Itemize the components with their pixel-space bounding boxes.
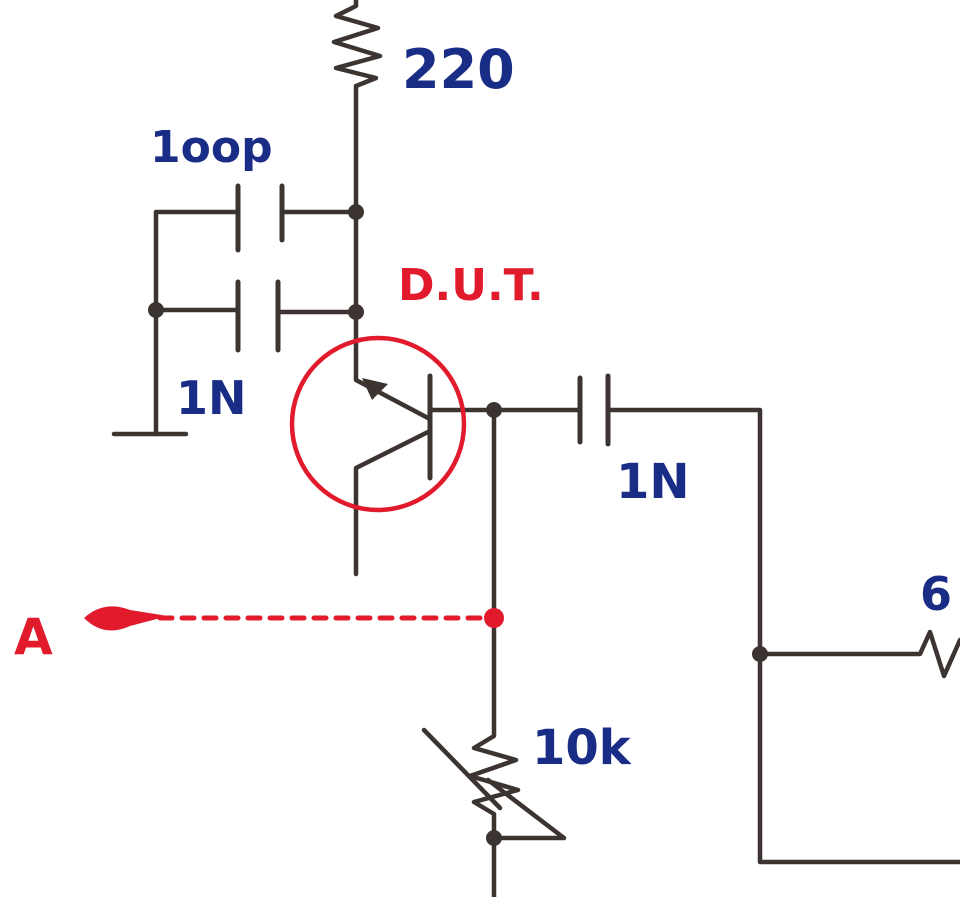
capacitor-1n-output [491, 373, 960, 865]
transistor-dut [353, 309, 497, 577]
junction-node [348, 204, 364, 220]
capacitor-100p [153, 183, 359, 313]
probe-a-label: A [14, 608, 53, 666]
resistor-right-label: 6 [920, 567, 952, 621]
capacitor-1n-left-label: 1N [176, 371, 247, 425]
resistor-220-label: 220 [402, 38, 515, 101]
junction-node [752, 646, 768, 662]
capacitor-1n-output-label: 1N [616, 454, 690, 510]
capacitor-100p-label: 1oop [150, 122, 273, 173]
probe-a-arrow [84, 606, 504, 631]
potentiometer-10k-label: 10k [532, 720, 632, 776]
dut-label: D.U.T. [398, 260, 544, 311]
potentiometer-10k [421, 717, 567, 897]
resistor-right [757, 629, 960, 679]
resistor-220 [331, 0, 383, 213]
dut-highlight-circle [289, 335, 467, 513]
junction-node [148, 302, 164, 318]
